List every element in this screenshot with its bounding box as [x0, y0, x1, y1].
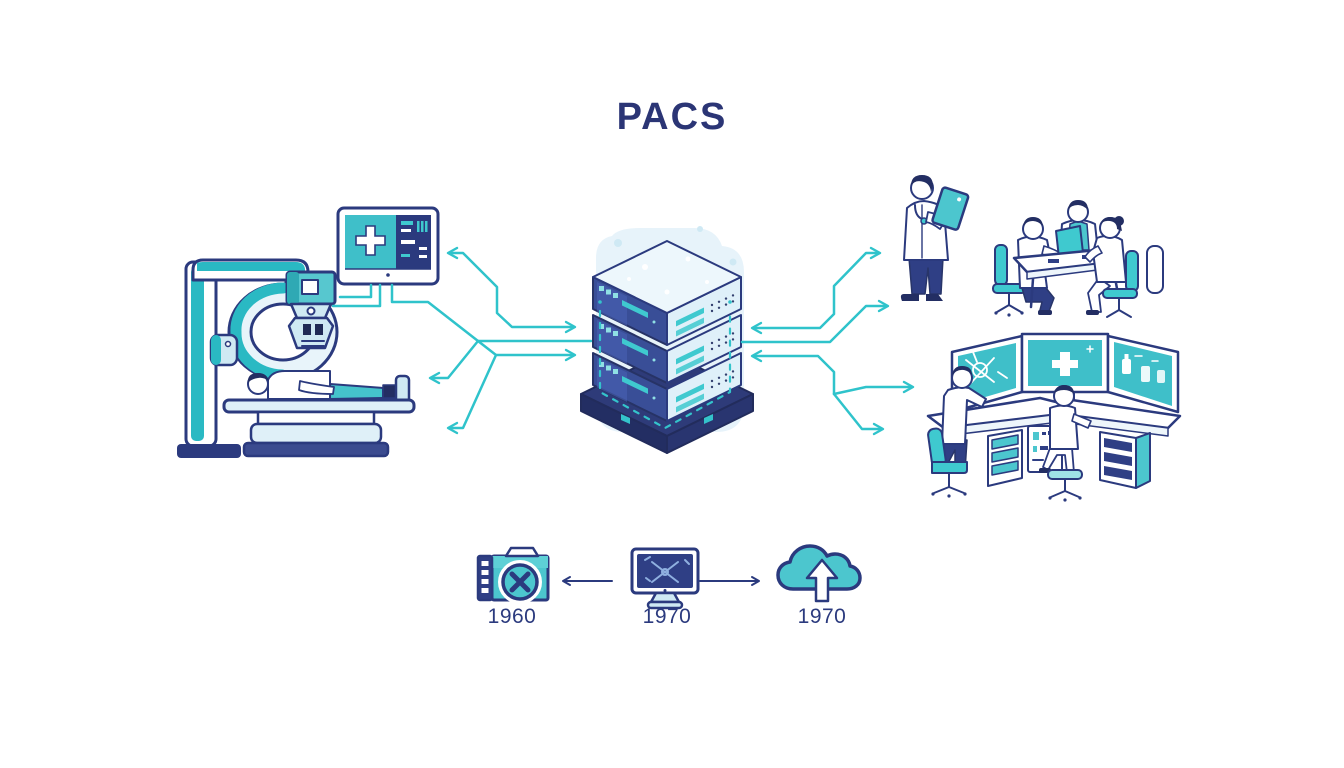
ct-scanner-with-patient-icon: [177, 258, 416, 458]
doctor-with-tablet-icon: [900, 175, 970, 301]
timeline-year-1970-monitor: 1970: [642, 605, 692, 628]
timeline-year-1960: 1960: [487, 605, 537, 628]
medical-display-cross-icon: [336, 206, 440, 286]
cloud-upload-icon: [776, 544, 862, 603]
dashed-shield-outline-icon: [598, 300, 732, 430]
timeline-year-1970-cloud: 1970: [797, 605, 847, 628]
crt-monitor-xray-icon: [630, 547, 700, 610]
pacs-server-stack-icon: [580, 226, 754, 454]
left-connector-arrows: [331, 246, 593, 435]
right-connector-arrows: [740, 246, 915, 436]
radiology-workstations-icon: [926, 332, 1182, 502]
page-title: PACS: [616, 96, 728, 138]
film-folder-rejected-icon: [476, 546, 550, 604]
care-team-meeting-icon: [992, 200, 1164, 318]
timeline: [476, 544, 862, 610]
